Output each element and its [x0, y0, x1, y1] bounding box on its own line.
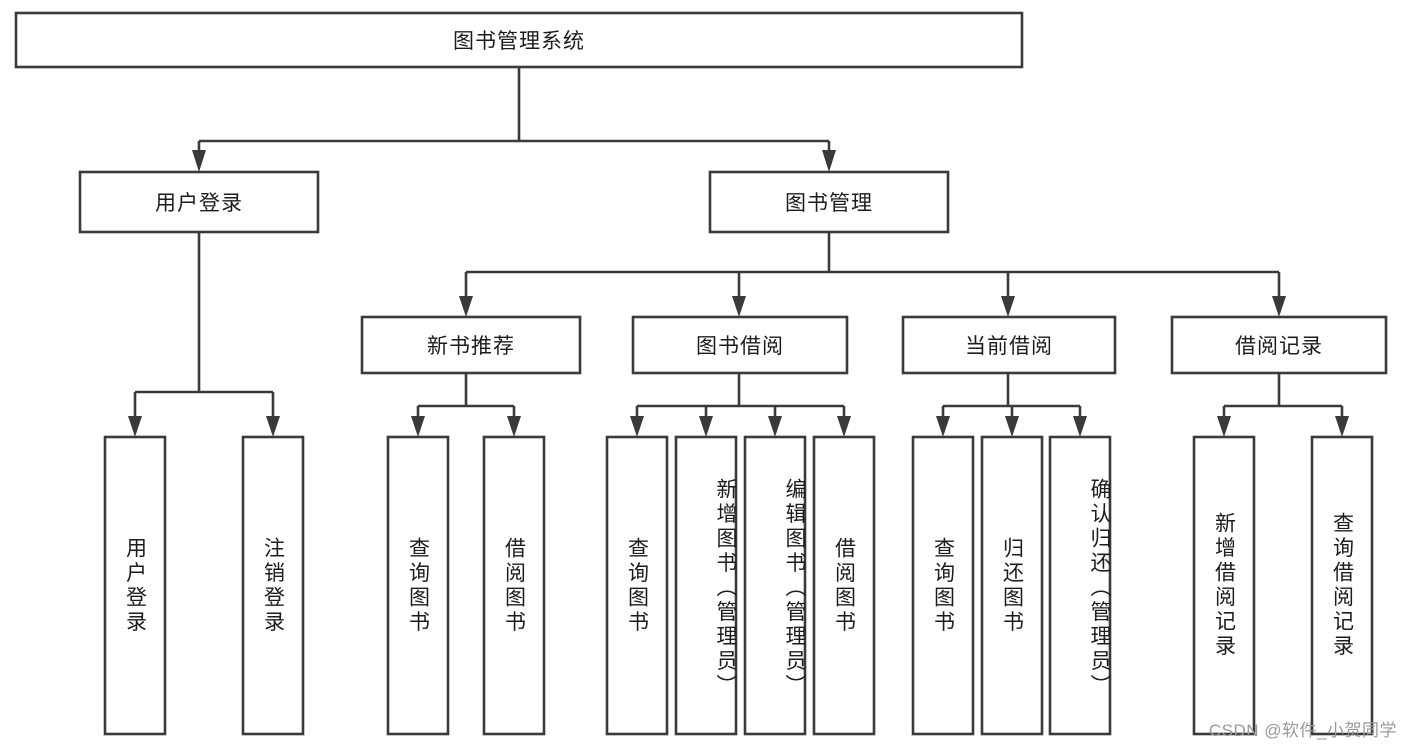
node-box-current-borrow[interactable] — [901, 315, 1117, 375]
arrow-head-book-borrow — [732, 296, 746, 317]
connector-user-login-to-leaves — [128, 232, 280, 437]
arrow-head-leaf-logout-login — [266, 416, 280, 437]
arrow-head-leaf-query-book-borrow — [630, 416, 644, 437]
arrow-head-leaf-user-login — [128, 416, 142, 437]
node-box-leaf-query-book-recommend[interactable] — [386, 435, 450, 736]
connector-book-borrow-to-leaves — [630, 373, 851, 437]
csdn-watermark: CSDN @软件_小贺同学 — [1208, 721, 1397, 740]
node-box-borrow-records[interactable] — [1170, 315, 1388, 375]
arrow-head-book-management — [822, 150, 836, 172]
node-box-leaf-query-book-current[interactable] — [911, 435, 975, 736]
connector-root-to-level2 — [192, 67, 836, 172]
node-box-user-login[interactable] — [78, 170, 320, 234]
node-box-leaf-query-borrow-record[interactable] — [1310, 435, 1374, 736]
node-box-book-borrow[interactable] — [631, 315, 849, 375]
connector-book-management-to-level3 — [459, 232, 1286, 317]
arrow-head-leaf-query-borrow-record — [1335, 416, 1349, 437]
arrow-head-leaf-borrow-book-recommend — [507, 416, 521, 437]
arrow-head-leaf-query-book-current — [936, 416, 950, 437]
connector-new-book-recommend-to-leaves — [411, 373, 521, 437]
connector-borrow-records-to-leaves — [1217, 373, 1349, 437]
node-box-leaf-query-book-borrow[interactable] — [605, 435, 669, 736]
arrow-head-user-login — [192, 150, 206, 172]
node-box-leaf-return-book[interactable] — [980, 435, 1044, 736]
arrow-head-borrow-records — [1272, 296, 1286, 317]
node-box-leaf-borrow-book[interactable] — [812, 435, 876, 736]
node-box-leaf-add-book-admin[interactable] — [674, 435, 738, 736]
arrow-head-leaf-add-borrow-record — [1217, 416, 1231, 437]
arrow-head-current-borrow — [1001, 296, 1015, 317]
node-box-root[interactable] — [14, 11, 1024, 69]
node-box-leaf-borrow-book-recommend[interactable] — [482, 435, 546, 736]
node-box-new-book-recommend[interactable] — [360, 315, 582, 375]
node-box-leaf-logout-login[interactable] — [241, 435, 305, 736]
node-box-leaf-user-login[interactable] — [103, 435, 167, 736]
arrow-head-leaf-edit-book-admin — [768, 416, 782, 437]
node-box-book-management[interactable] — [708, 170, 950, 234]
arrow-head-new-book-recommend — [459, 296, 473, 317]
connector-current-borrow-to-leaves — [936, 373, 1087, 437]
arrow-head-leaf-borrow-book — [837, 416, 851, 437]
arrow-head-leaf-confirm-return-admin — [1073, 416, 1087, 437]
arrow-head-leaf-return-book — [1005, 416, 1019, 437]
arrow-head-leaf-add-book-admin — [699, 416, 713, 437]
node-box-leaf-add-borrow-record[interactable] — [1192, 435, 1256, 736]
arrow-head-leaf-query-book-recommend — [411, 416, 425, 437]
node-box-leaf-edit-book-admin[interactable] — [743, 435, 807, 736]
node-box-leaf-confirm-return-admin[interactable] — [1048, 435, 1112, 736]
